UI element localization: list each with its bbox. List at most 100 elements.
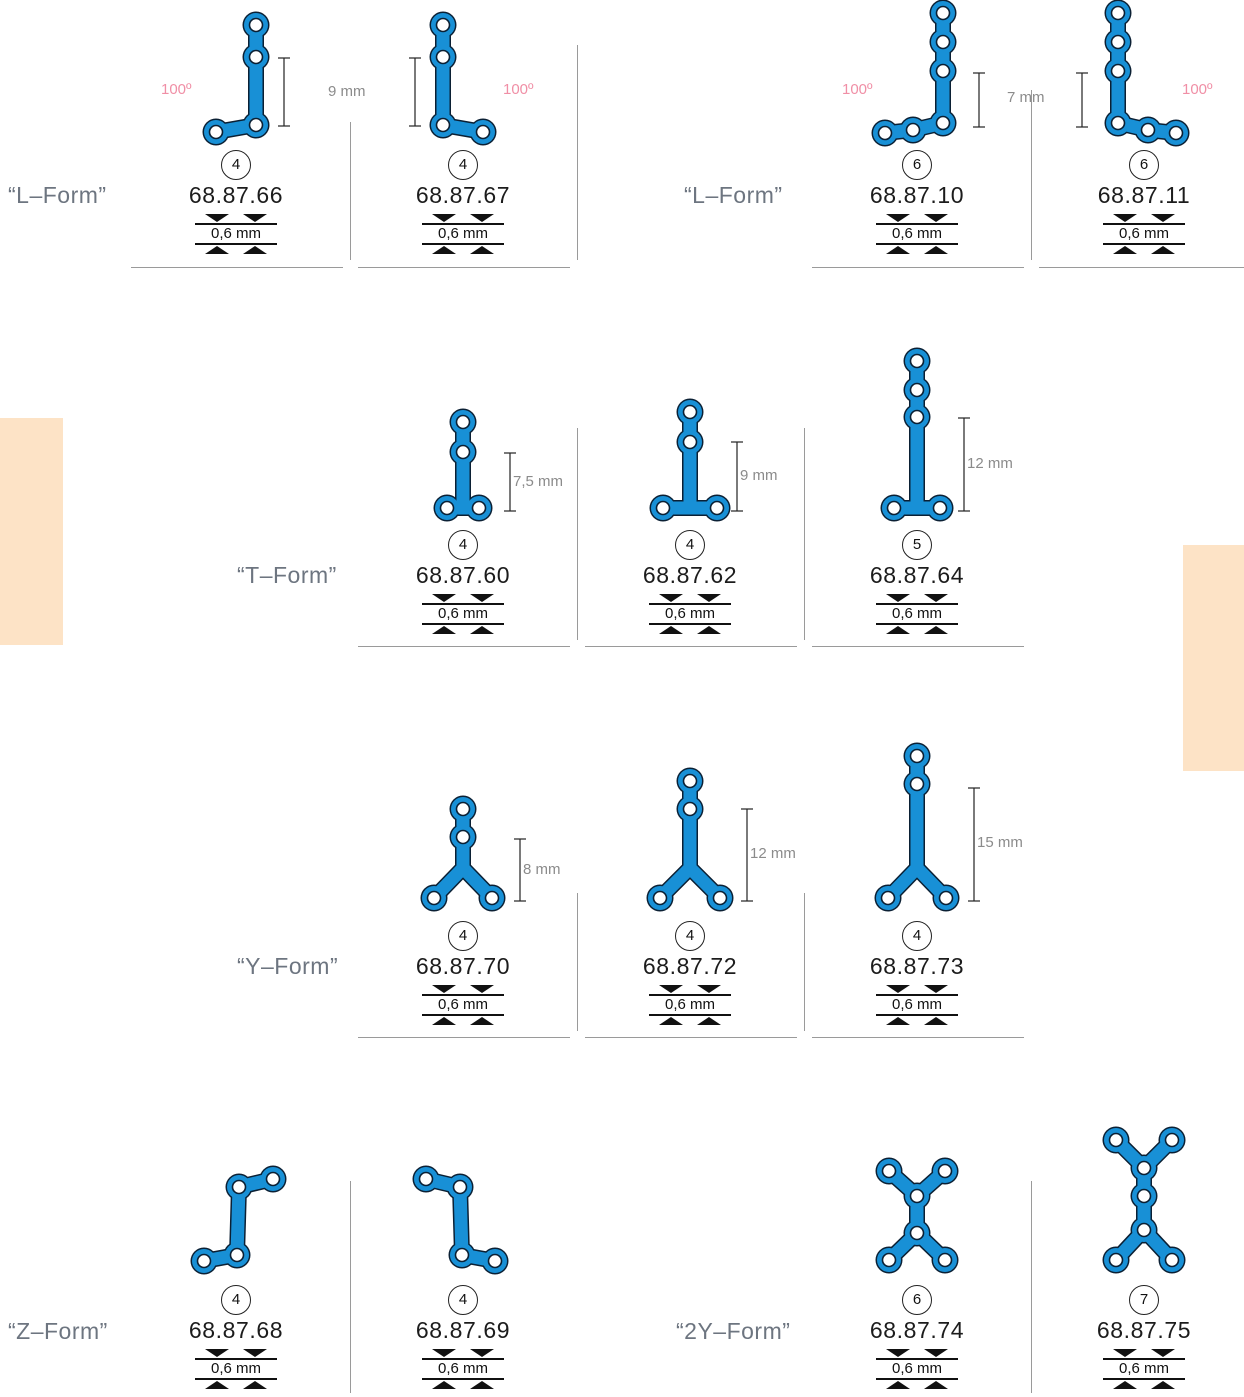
column-divider [1031, 90, 1032, 260]
article-number: 68.87.69 [415, 1317, 511, 1343]
screw-hole [471, 500, 487, 516]
screw-hole [196, 1253, 212, 1269]
screw-hole [937, 1163, 953, 1179]
screw-hole [905, 122, 921, 138]
screw-hole [682, 434, 698, 450]
thickness-label: 0,6 mm [891, 1360, 942, 1377]
screw-hole [932, 500, 948, 516]
screw-hole [475, 124, 491, 140]
hole-count-badge: 6 [1129, 150, 1159, 180]
side-tab-left [0, 418, 63, 645]
plate-drawing [646, 767, 734, 912]
screw-hole [652, 890, 668, 906]
screw-hole [1136, 1188, 1152, 1204]
thickness-arrows [422, 985, 504, 1025]
plate-drawing [874, 742, 960, 912]
screw-hole [877, 125, 893, 141]
thickness-arrows [1103, 1349, 1185, 1389]
2y-form-label: “2Y–Form” [676, 1318, 791, 1344]
plate-drawing [202, 11, 270, 146]
dimension-bar [973, 72, 985, 128]
hole-count-badge: 6 [902, 1285, 932, 1315]
thickness-label: 0,6 mm [1118, 1360, 1169, 1377]
dimension-bar [741, 808, 753, 902]
thickness-arrows [195, 214, 277, 254]
angle-label: 100º [161, 81, 192, 98]
dimension-label: 12 mm [750, 845, 796, 862]
screw-hole [208, 124, 224, 140]
thickness-arrows [422, 594, 504, 634]
dimension-bar [514, 838, 526, 902]
thickness-arrows [876, 594, 958, 634]
screw-hole [1108, 1252, 1124, 1268]
screw-hole [935, 34, 951, 50]
screw-hole [935, 63, 951, 79]
article-number: 68.87.70 [415, 953, 511, 979]
dimension-bar [409, 57, 421, 127]
dimension-bar [958, 417, 970, 512]
screw-hole [435, 17, 451, 33]
screw-hole [1164, 1132, 1180, 1148]
thickness-indicator: 0,6 mm [422, 214, 512, 254]
hole-count-badge: 7 [1129, 1285, 1159, 1315]
dimension-bar [1076, 72, 1088, 128]
screw-hole [248, 17, 264, 33]
plate-drawing [412, 1165, 509, 1275]
row-divider [358, 1037, 570, 1038]
row-divider [585, 646, 797, 647]
thickness-label: 0,6 mm [664, 996, 715, 1013]
screw-hole [435, 117, 451, 133]
hole-count-badge: 4 [448, 1285, 478, 1315]
plate-drawing [433, 408, 493, 522]
article-number: 68.87.60 [415, 562, 511, 588]
hole-count-badge: 4 [221, 150, 251, 180]
thickness-arrows [649, 594, 731, 634]
angle-label: 100º [1182, 81, 1213, 98]
thickness-arrows [649, 985, 731, 1025]
hole-count-badge: 6 [902, 150, 932, 180]
dimension-bar [504, 452, 516, 512]
screw-hole [455, 801, 471, 817]
dimension-bar [968, 787, 980, 902]
screw-hole [1168, 125, 1184, 141]
screw-hole [935, 5, 951, 21]
dimension-label: 8 mm [523, 861, 561, 878]
hole-count-badge: 4 [448, 150, 478, 180]
screw-hole [455, 829, 471, 845]
screw-hole [909, 353, 925, 369]
screw-hole [880, 890, 896, 906]
screw-hole [886, 500, 902, 516]
dimension-label: 9 mm [740, 467, 778, 484]
thickness-indicator: 0,6 mm [422, 1349, 512, 1389]
thickness-label: 0,6 mm [891, 605, 942, 622]
screw-hole [435, 49, 451, 65]
z-form-label: “Z–Form” [8, 1318, 108, 1344]
hole-count-badge: 4 [448, 921, 478, 951]
angle-label: 100º [503, 81, 534, 98]
plate-drawing [429, 11, 497, 146]
screw-hole [1136, 1222, 1152, 1238]
column-divider [577, 893, 578, 1031]
thickness-arrows [195, 1349, 277, 1389]
thickness-arrows [422, 214, 504, 254]
plate-drawing [420, 795, 506, 912]
screw-hole [1164, 1252, 1180, 1268]
side-tab-right [1183, 545, 1244, 771]
hole-count-badge: 4 [221, 1285, 251, 1315]
thickness-indicator: 0,6 mm [649, 594, 739, 634]
hole-count-badge: 4 [902, 921, 932, 951]
screw-hole [265, 1171, 281, 1187]
thickness-indicator: 0,6 mm [422, 985, 512, 1025]
column-divider [577, 428, 578, 640]
thickness-arrows [876, 214, 958, 254]
row-divider [812, 646, 1024, 647]
y-form-label: “Y–Form” [237, 953, 339, 979]
thickness-indicator: 0,6 mm [195, 214, 285, 254]
thickness-label: 0,6 mm [437, 996, 488, 1013]
screw-hole [487, 1253, 503, 1269]
thickness-arrows [876, 985, 958, 1025]
column-divider [350, 122, 351, 260]
row-divider [812, 267, 1024, 268]
hole-count-badge: 4 [675, 921, 705, 951]
screw-hole [909, 382, 925, 398]
